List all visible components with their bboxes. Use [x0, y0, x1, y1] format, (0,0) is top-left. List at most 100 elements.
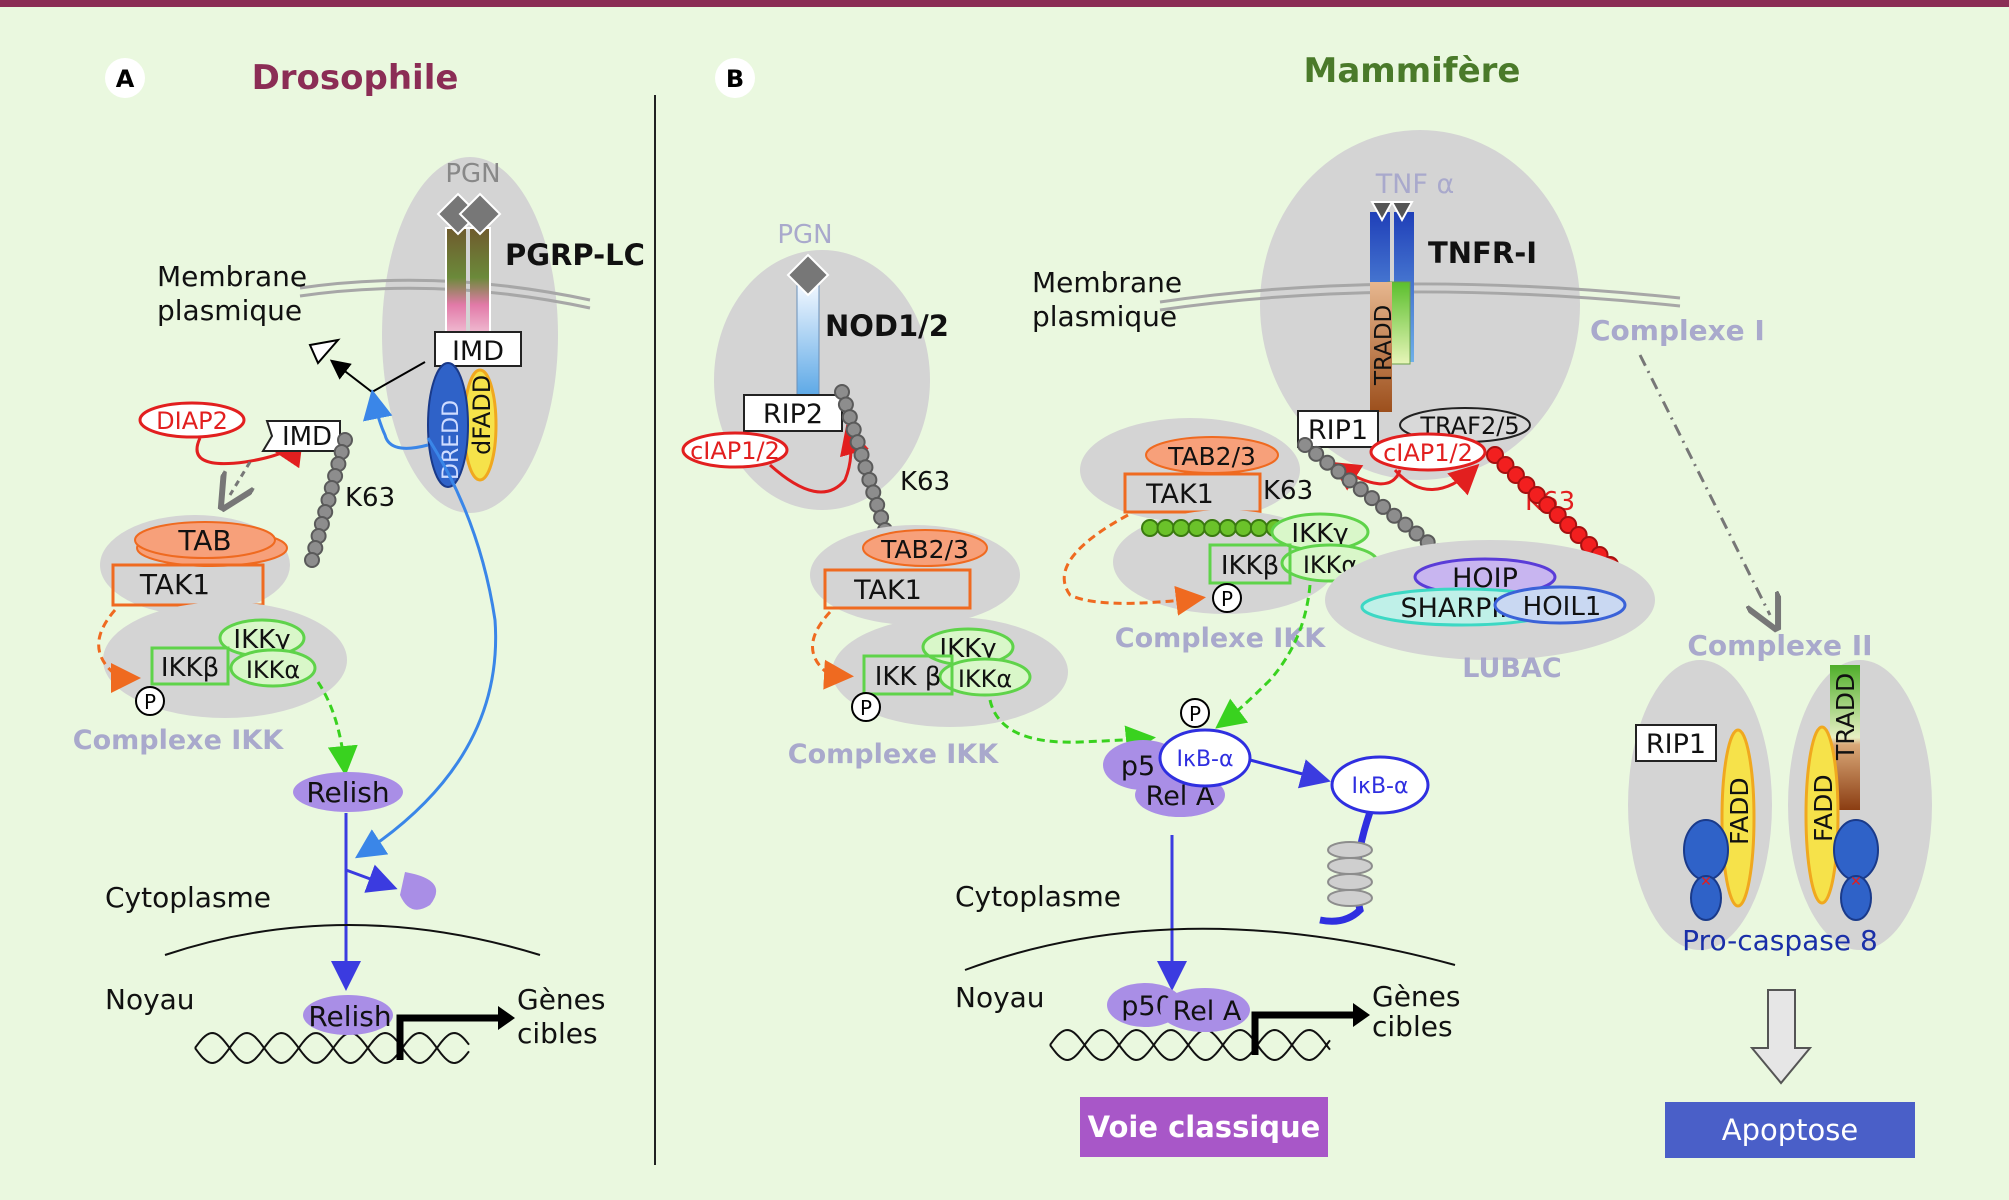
- ikkb-right-box: [1208, 543, 1292, 585]
- relish-cleave-arrow: [345, 864, 398, 893]
- genes-label-a-2: cibles: [517, 1017, 598, 1050]
- imd-cleaved-box: [261, 420, 341, 452]
- nod-label: NOD1/2: [825, 309, 949, 343]
- tab23-right-label: TAB2/3: [1167, 442, 1256, 471]
- ciap-right-label: cIAP1/2: [1383, 439, 1473, 467]
- relish-nucleus-shape: [303, 995, 393, 1035]
- nuclear-envelope-a: [164, 924, 541, 956]
- caspase-b-bottom: [1840, 875, 1872, 921]
- pgrp-stalk-2: [470, 228, 490, 338]
- nuclear-envelope-b: [964, 927, 1456, 971]
- imd-split-arrow: [371, 361, 426, 393]
- tak1-label: TAK1: [139, 568, 210, 601]
- noyau-label-b: Noyau: [955, 981, 1045, 1014]
- tnf-label: TNF α: [1375, 169, 1455, 200]
- rip1-c2-box: [1635, 724, 1717, 762]
- proteasome-ring: [1327, 889, 1373, 907]
- cytoplasme-label-b: Cytoplasme: [955, 880, 1121, 913]
- proteasome-ring: [1327, 873, 1373, 891]
- ubiquitin-bead: [1386, 507, 1403, 524]
- tak-to-ikk-arrow-a: [97, 609, 141, 693]
- ikka-left-label: IKKα: [958, 665, 1012, 693]
- imd-receptor-label: IMD: [452, 336, 504, 367]
- k63-label-a: K63: [345, 483, 395, 513]
- dna-a: [194, 1031, 470, 1065]
- pgrp-stalk-1: [446, 228, 466, 338]
- membrane-label-1: Membrane: [157, 260, 307, 293]
- ikk-complex-label-b1: Complexe IKK: [788, 739, 999, 770]
- ubiquitin-bead: [1375, 498, 1392, 515]
- top-bar: [0, 0, 2009, 7]
- phospho-b2: [1212, 583, 1242, 613]
- proteasome-ring: [1327, 841, 1373, 859]
- ikk-complex-label-a: Complexe IKK: [73, 725, 284, 756]
- transcription-arrow-head-b: [1353, 1003, 1370, 1027]
- dredd-label: DREDD: [439, 400, 464, 480]
- noyau-label-a: Noyau: [105, 983, 195, 1016]
- hoil1-shape: [1493, 585, 1627, 625]
- ubiquitin-bead: [1408, 525, 1425, 542]
- tak1-right-label: TAK1: [1145, 479, 1214, 510]
- tradd-brown-1: [1370, 282, 1392, 412]
- ciap-left-arrow: [768, 424, 869, 494]
- ciap-right-shape: [1369, 432, 1487, 472]
- dna-strand: [194, 1031, 470, 1065]
- pgn-label: PGN: [445, 159, 500, 189]
- ciap-left-label: cIAP1/2: [690, 437, 780, 465]
- ikka-label-a: IKKα: [246, 656, 300, 684]
- caspase-b-top: [1833, 819, 1879, 881]
- dfadd-label: dFADD: [468, 375, 496, 455]
- rip2-box: [743, 394, 843, 432]
- tab23-left-shape: [862, 529, 988, 567]
- ubiquitin-bead: [1203, 519, 1222, 537]
- rip1-label: RIP1: [1308, 415, 1368, 446]
- caspase-a-bottom: [1690, 875, 1722, 921]
- membrane-label-b2: plasmique: [1032, 300, 1177, 333]
- tak-to-ikk-arrow-b1: [811, 610, 854, 690]
- genes-label-b-2: cibles: [1372, 1010, 1453, 1043]
- panel-b: B Mammifère PGN NOD1/2 RIP2 cIAP1/2 K63 …: [681, 51, 1932, 1158]
- phospho-a: [135, 686, 165, 716]
- complex1-to-2-arrow: [1638, 354, 1770, 615]
- ubiquitin-bead: [1156, 519, 1175, 537]
- fadd-b-label: FADD: [1809, 774, 1838, 842]
- ikba-shape: [1158, 728, 1252, 788]
- ikba-free-shape: [1330, 755, 1430, 815]
- apoptose-label: Apoptose: [1722, 1113, 1858, 1147]
- dna-b: [1049, 1028, 1331, 1062]
- apoptose-arrow-icon: [1749, 989, 1813, 1085]
- lubac-label: LUBAC: [1462, 653, 1561, 684]
- ikka-left-shape: [938, 657, 1032, 697]
- ikba-free-label: IκB-α: [1352, 774, 1409, 799]
- ubiquitin-bead: [1218, 519, 1237, 537]
- fadd-a-label: FADD: [1725, 777, 1754, 845]
- badge-a: [105, 58, 145, 98]
- relish-fragment-icon: [400, 872, 437, 910]
- tab-shape: [134, 521, 276, 559]
- tak1-right-box: [1123, 472, 1262, 514]
- cytoplasme-label-a: Cytoplasme: [105, 881, 271, 914]
- ubiquitin-bead: [1352, 481, 1369, 498]
- tnfr-label: TNFR-I: [1428, 236, 1537, 270]
- ubiquitin-bead: [1141, 519, 1159, 537]
- genes-label-a-1: Gènes: [517, 983, 605, 1016]
- ikba-release-arrow: [1249, 758, 1331, 789]
- cleaved-fragment-icon: [308, 338, 341, 365]
- ubiquitin-bead: [1187, 519, 1206, 537]
- tradd-label: TRADD: [1371, 305, 1397, 386]
- rip2-label: RIP2: [763, 399, 823, 430]
- fadd-a-shape: [1720, 728, 1756, 908]
- badge-a-label: A: [116, 65, 135, 93]
- ikkb-right-label: IKKβ: [1221, 551, 1279, 581]
- tab23-left-label: TAB2/3: [880, 535, 969, 564]
- pgn-diamond-icon-b: [786, 253, 830, 297]
- ubiquitin-bead: [1341, 472, 1358, 489]
- ikk-complex-label-b2: Complexe IKK: [1115, 623, 1326, 654]
- ubiquitin-bead: [1397, 516, 1414, 533]
- rela-nucleus-shape: [1160, 988, 1250, 1032]
- phospho-ikb: [1180, 698, 1210, 728]
- phospho-b1: [851, 692, 881, 722]
- ikkb-box-a: [150, 646, 230, 686]
- procaspase-label: Pro-caspase 8: [1682, 924, 1878, 957]
